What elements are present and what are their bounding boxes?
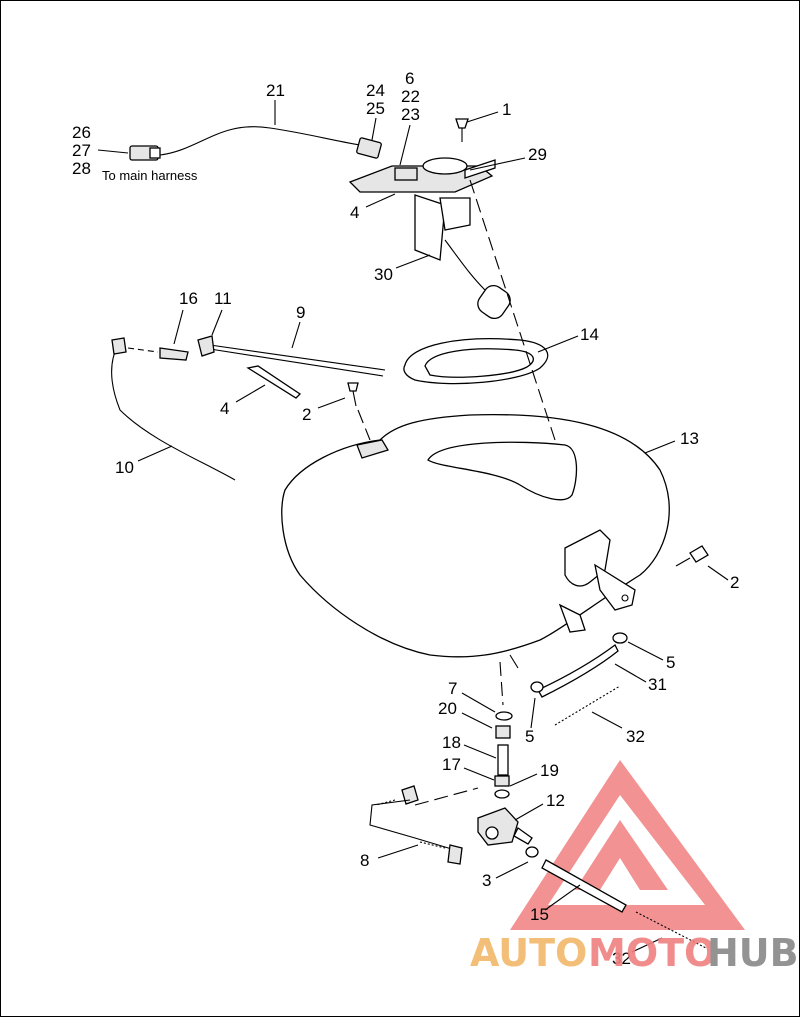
hose-31: [530, 632, 628, 698]
callout-labels: 21 24 25 6 22 23 1 26 27 28 To main harn…: [72, 69, 739, 968]
screw-2-right: [675, 545, 709, 567]
callout-22: 22: [401, 87, 420, 106]
callout-17: 17: [442, 755, 461, 774]
callout-23: 23: [401, 105, 420, 124]
watermark-auto: AUTO: [470, 931, 587, 975]
main-harness-note: To main harness: [102, 168, 198, 183]
callout-27: 27: [72, 141, 91, 160]
fuel-tank: [281, 413, 670, 669]
callout-2-upper: 2: [302, 405, 311, 424]
callout-9: 9: [296, 303, 305, 322]
watermark-hub: HUB: [707, 931, 799, 975]
callout-19: 19: [540, 761, 559, 780]
callout-7: 7: [448, 679, 457, 698]
callout-11: 11: [214, 289, 232, 308]
callout-21: 21: [266, 81, 285, 100]
callout-13: 13: [680, 429, 699, 448]
callout-5-right: 5: [666, 653, 675, 672]
spring-32-lower: [635, 911, 707, 949]
callout-26: 26: [72, 123, 91, 142]
callout-5-left: 5: [525, 727, 534, 746]
petcock-assembly: [477, 711, 539, 858]
cable-tie: [246, 365, 302, 399]
gasket-14: [403, 338, 549, 385]
fuel-pump-module: [348, 157, 511, 320]
screw-2-upper: [347, 382, 371, 441]
harness-wire: [129, 126, 382, 161]
callout-8: 8: [360, 851, 369, 870]
petcock-cable: [369, 785, 463, 865]
callout-28: 28: [72, 159, 91, 178]
vent-tubes: [111, 335, 386, 481]
callout-32-upper: 32: [626, 727, 645, 746]
callout-31: 31: [648, 675, 667, 694]
watermark-logo-icon: [510, 760, 745, 930]
watermark-moto: MOTO: [588, 931, 716, 975]
callout-15: 15: [530, 905, 549, 924]
callout-10: 10: [115, 458, 134, 477]
callout-32-lower: 32: [612, 949, 631, 968]
assembly-dashes: [414, 179, 556, 806]
leader-lines: [97, 100, 729, 953]
callout-3: 3: [482, 871, 491, 890]
callout-20: 20: [438, 699, 457, 718]
screw-1: [455, 118, 469, 142]
callout-25: 25: [366, 99, 385, 118]
hose-15: [541, 859, 627, 913]
callout-1: 1: [502, 100, 511, 119]
callout-29: 29: [528, 145, 547, 164]
watermark-text: AUTO MOTO HUB: [470, 931, 799, 975]
spring-32-upper: [554, 685, 621, 726]
callout-18: 18: [442, 733, 461, 752]
callout-14: 14: [580, 325, 599, 344]
callout-6: 6: [405, 69, 414, 88]
callout-24: 24: [366, 81, 385, 100]
callout-4-pump: 4: [350, 203, 359, 222]
callout-12: 12: [546, 791, 565, 810]
callout-2-right: 2: [730, 573, 739, 592]
callout-30: 30: [374, 265, 393, 284]
callout-16: 16: [179, 289, 198, 308]
callout-4-tie: 4: [220, 399, 229, 418]
